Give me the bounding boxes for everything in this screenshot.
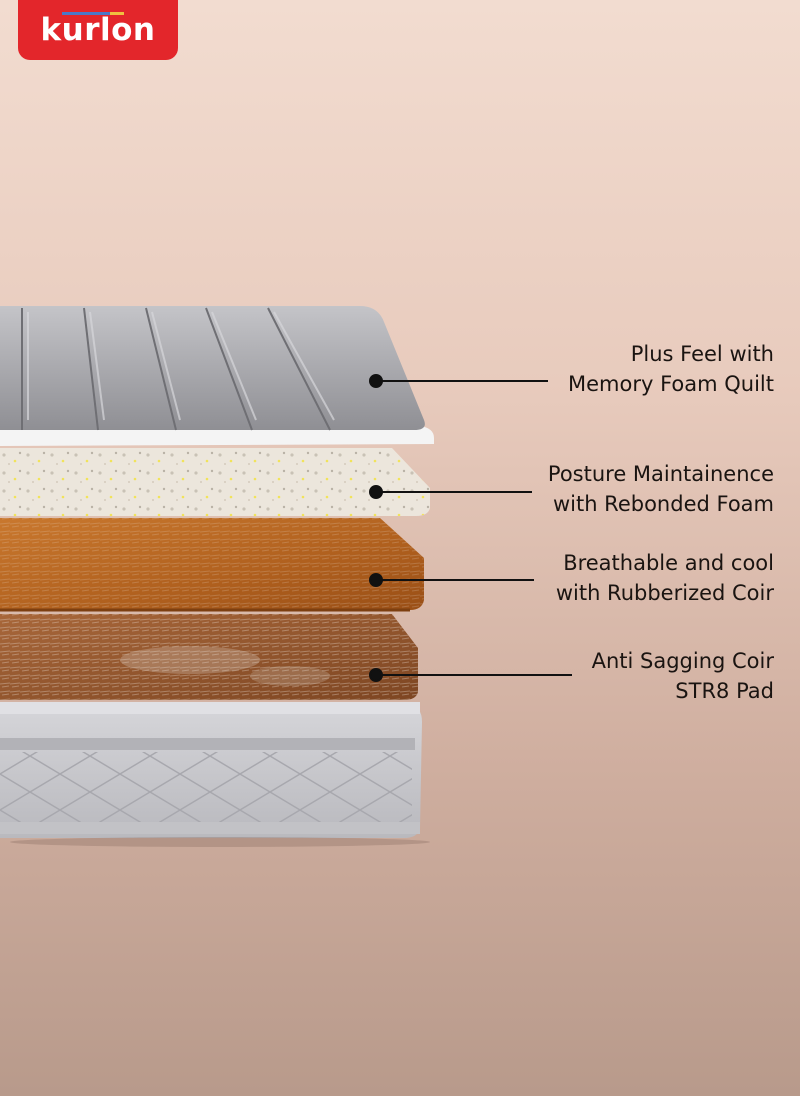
logo-wordmark: kurlon (40, 12, 156, 48)
callout-quilt: Plus Feel with Memory Foam Quilt (568, 339, 774, 399)
callout-pointers (369, 374, 572, 682)
callout-pad-line2: STR8 Pad (675, 679, 774, 703)
logo-accent-bar-yellow (110, 12, 124, 15)
base-mattress-layer (0, 702, 430, 847)
logo-accent-bar (62, 12, 110, 15)
coir-pad-layer (0, 614, 418, 700)
memory-foam-quilt-layer (0, 306, 434, 446)
pointer-dot-pad (369, 668, 383, 682)
callout-coir-pad: Anti Sagging Coir STR8 Pad (592, 646, 774, 706)
callout-rubberized-line2: with Rubberized Coir (555, 581, 774, 605)
callout-rebonded-foam: Posture Maintainence with Rebonded Foam (548, 459, 774, 519)
callout-rebonded-line2: with Rebonded Foam (552, 492, 774, 516)
callout-quilt-line1: Plus Feel with (630, 342, 774, 366)
callout-rubberized-line1: Breathable and cool (563, 551, 774, 575)
callout-quilt-line2: Memory Foam Quilt (567, 372, 774, 396)
pointer-dot-quilt (369, 374, 383, 388)
pointer-dot-rebonded (369, 485, 383, 499)
rubberized-coir-layer (0, 518, 424, 612)
callout-rebonded-line1: Posture Maintainence (547, 462, 774, 486)
rebonded-foam-layer (0, 448, 430, 516)
kurlon-logo: kurlon (18, 0, 178, 60)
callout-pad-line1: Anti Sagging Coir (591, 649, 774, 673)
callout-rubberized-coir: Breathable and cool with Rubberized Coir (556, 548, 774, 608)
pointer-dot-rubberized (369, 573, 383, 587)
